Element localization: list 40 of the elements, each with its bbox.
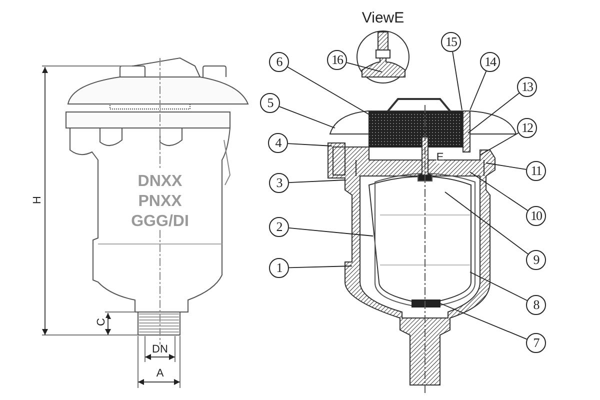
leader-line bbox=[288, 228, 374, 236]
leader-line bbox=[470, 70, 487, 110]
callout-number: 3 bbox=[269, 173, 289, 193]
leader-line bbox=[444, 192, 528, 254]
callout-number: 12 bbox=[517, 118, 537, 138]
leader-line bbox=[470, 172, 528, 211]
callout-number: 5 bbox=[260, 93, 280, 113]
leader-line bbox=[288, 143, 332, 146]
dimension-label: H bbox=[32, 196, 44, 204]
leader-line bbox=[288, 180, 346, 183]
callout-number: 2 bbox=[269, 217, 289, 237]
leader-line bbox=[346, 62, 382, 72]
leader-line bbox=[470, 272, 528, 301]
callout-number: 7 bbox=[526, 333, 546, 353]
leader-line bbox=[480, 132, 519, 156]
callout-number: 15 bbox=[441, 32, 461, 52]
leader-line bbox=[278, 106, 336, 128]
view-title: ViewE bbox=[362, 10, 404, 26]
callout-number: 11 bbox=[526, 161, 546, 181]
callout-number: 1 bbox=[269, 258, 289, 278]
leader-line bbox=[287, 66, 370, 116]
callout-number: 9 bbox=[526, 250, 546, 270]
callout-number: 16 bbox=[327, 50, 347, 70]
dimension-label: C bbox=[96, 318, 108, 326]
callout-number: 4 bbox=[268, 133, 288, 153]
section-label: E bbox=[436, 152, 444, 164]
leader-line bbox=[468, 92, 520, 134]
dimension-label: A bbox=[156, 368, 164, 380]
callout-number: 6 bbox=[269, 52, 289, 72]
callout-number: 8 bbox=[526, 295, 546, 315]
cast-marking: PNXX bbox=[138, 194, 182, 210]
cast-marking: DNXX bbox=[138, 174, 182, 190]
cast-marking: GGG/DI bbox=[131, 214, 189, 230]
dimension-label: DN bbox=[152, 344, 168, 356]
callout-number: 14 bbox=[480, 52, 500, 72]
callout-number: 10 bbox=[526, 206, 546, 226]
leader-line bbox=[486, 162, 527, 170]
leader-line bbox=[288, 266, 352, 268]
leader-line bbox=[452, 51, 462, 110]
callout-number: 13 bbox=[517, 77, 537, 97]
